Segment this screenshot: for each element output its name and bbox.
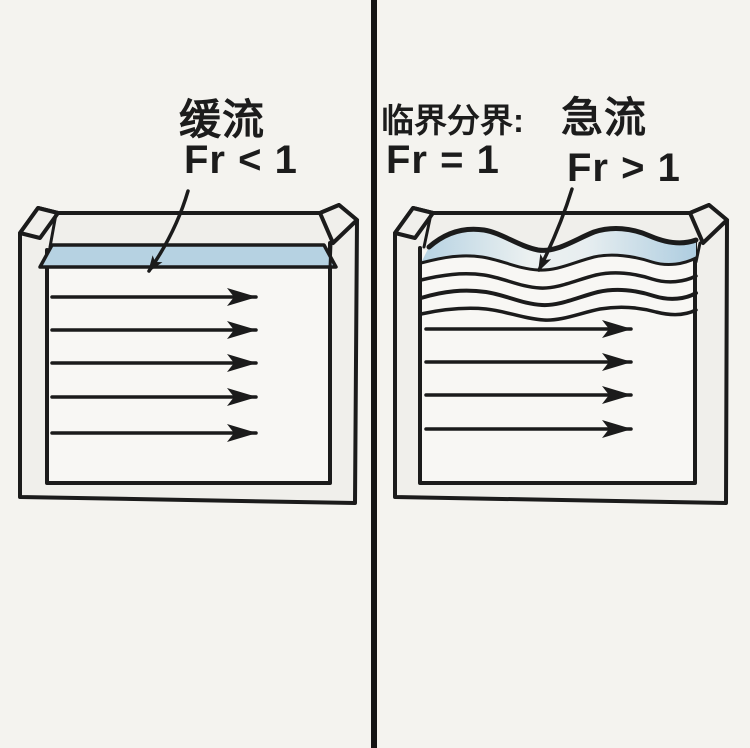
- left-post-inner-edge: [48, 212, 58, 249]
- right-froude-label: Fr > 1: [567, 146, 681, 190]
- annotation-arrow: [147, 189, 190, 273]
- right-post-top: [318, 203, 359, 245]
- wave-line: [419, 305, 698, 322]
- surface-waves: [419, 226, 699, 322]
- right-post-top: [688, 203, 729, 245]
- wave-line: [419, 253, 698, 272]
- water-surface-band: [38, 243, 338, 269]
- flow-arrows: [50, 288, 258, 442]
- flow-arrows: [424, 320, 633, 438]
- wave-line: [426, 226, 699, 253]
- wave-line: [419, 271, 698, 290]
- critical-boundary-label: 临界分界:: [381, 102, 524, 139]
- annotation-arrow: [537, 187, 574, 272]
- wave-line: [419, 287, 698, 308]
- left-post-inner-edge: [422, 212, 433, 249]
- left-channel-diagram: [18, 189, 359, 505]
- panel-divider: [371, 0, 377, 748]
- right-flow-title: 急流: [561, 94, 648, 141]
- left-post-top: [18, 206, 60, 240]
- inner-wall-outline: [45, 241, 332, 485]
- left-flow-title: 缓流: [179, 96, 266, 143]
- water-body: [47, 267, 330, 483]
- inner-wall-outline: [418, 240, 697, 485]
- left-froude-label: Fr < 1: [184, 138, 298, 182]
- right-channel-diagram: [393, 187, 729, 505]
- left-post-top: [393, 206, 435, 240]
- critical-froude-label: Fr = 1: [386, 138, 500, 182]
- right-post-inner-edge: [694, 241, 702, 264]
- right-post-inner-edge: [328, 241, 333, 270]
